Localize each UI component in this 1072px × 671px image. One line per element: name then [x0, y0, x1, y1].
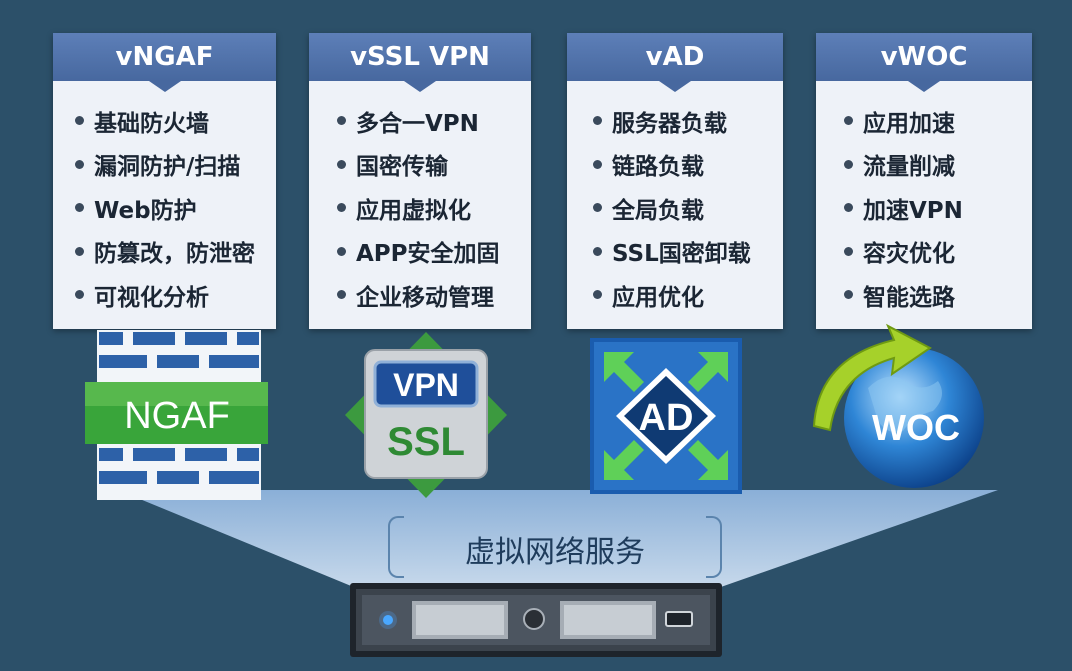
card-title: vWOC — [816, 33, 1032, 92]
vpn-label: VPN — [393, 367, 459, 403]
list-item: APP安全加固 — [337, 230, 531, 274]
list-item: 应用加速 — [844, 99, 1032, 143]
base-label: 虚拟网络服务 — [465, 535, 645, 570]
bullet-icon — [75, 159, 84, 169]
card-vssl-vpn: vSSL VPN 多合一VPN 国密传输 应用虚拟化 APP安全加固 企业移动管… — [309, 33, 531, 329]
woc-label: WOC — [872, 407, 960, 448]
bullet-icon — [593, 116, 602, 126]
list-item: 防篡改，防泄密 — [75, 230, 276, 274]
card-title: vNGAF — [53, 33, 276, 92]
bullet-icon — [337, 203, 346, 213]
card-title: vSSL VPN — [309, 33, 531, 92]
bullet-icon — [844, 290, 853, 300]
list-item: 容灾优化 — [844, 230, 1032, 274]
list-item: Web防护 — [75, 186, 276, 230]
list-item: 企业移动管理 — [337, 273, 531, 317]
list-item: 漏洞防护/扫描 — [75, 143, 276, 187]
firewall-icon: NGAF — [85, 330, 268, 500]
list-item: 智能选路 — [844, 273, 1032, 317]
list-item: 基础防火墙 — [75, 99, 276, 143]
bullet-icon — [337, 159, 346, 169]
list-item: 链路负载 — [593, 143, 783, 187]
list-item: 应用优化 — [593, 273, 783, 317]
list-item: 可视化分析 — [75, 273, 276, 317]
bullet-icon — [75, 290, 84, 300]
bullet-icon — [844, 246, 853, 256]
bullet-icon — [844, 159, 853, 169]
bullet-icon — [593, 203, 602, 213]
bullet-icon — [593, 159, 602, 169]
card-vwoc: vWOC 应用加速 流量削减 加速VPN 容灾优化 智能选路 — [816, 33, 1032, 329]
card-vngaf: vNGAF 基础防火墙 漏洞防护/扫描 Web防护 防篡改，防泄密 可视化分析 — [53, 33, 276, 329]
list-item: 流量削减 — [844, 143, 1032, 187]
bullet-icon — [593, 246, 602, 256]
bullet-icon — [337, 246, 346, 256]
bullet-icon — [593, 290, 602, 300]
ssl-label: SSL — [387, 420, 465, 464]
card-vad: vAD 服务器负载 链路负载 全局负载 SSL国密卸载 应用优化 — [567, 33, 783, 329]
bullet-icon — [337, 116, 346, 126]
bullet-icon — [844, 203, 853, 213]
list-item: 应用虚拟化 — [337, 186, 531, 230]
server-appliance-icon — [350, 583, 722, 657]
woc-globe-icon: WOC — [812, 323, 984, 488]
bullet-icon — [75, 203, 84, 213]
bullet-icon — [75, 246, 84, 256]
bullet-icon — [337, 290, 346, 300]
ad-label: AD — [639, 397, 694, 439]
list-item: 全局负载 — [593, 186, 783, 230]
right-brace — [706, 516, 722, 578]
list-item: 国密传输 — [337, 143, 531, 187]
list-item: 加速VPN — [844, 186, 1032, 230]
list-item: SSL国密卸载 — [593, 230, 783, 274]
list-item: 服务器负载 — [593, 99, 783, 143]
card-title: vAD — [567, 33, 783, 92]
bullet-icon — [75, 116, 84, 126]
bullet-icon — [844, 116, 853, 126]
list-item: 多合一VPN — [337, 99, 531, 143]
ngaf-label: NGAF — [124, 395, 230, 437]
ssl-vpn-icon: VPN SSL — [345, 332, 507, 498]
ad-icon: AD — [590, 338, 742, 494]
left-brace — [388, 516, 404, 578]
